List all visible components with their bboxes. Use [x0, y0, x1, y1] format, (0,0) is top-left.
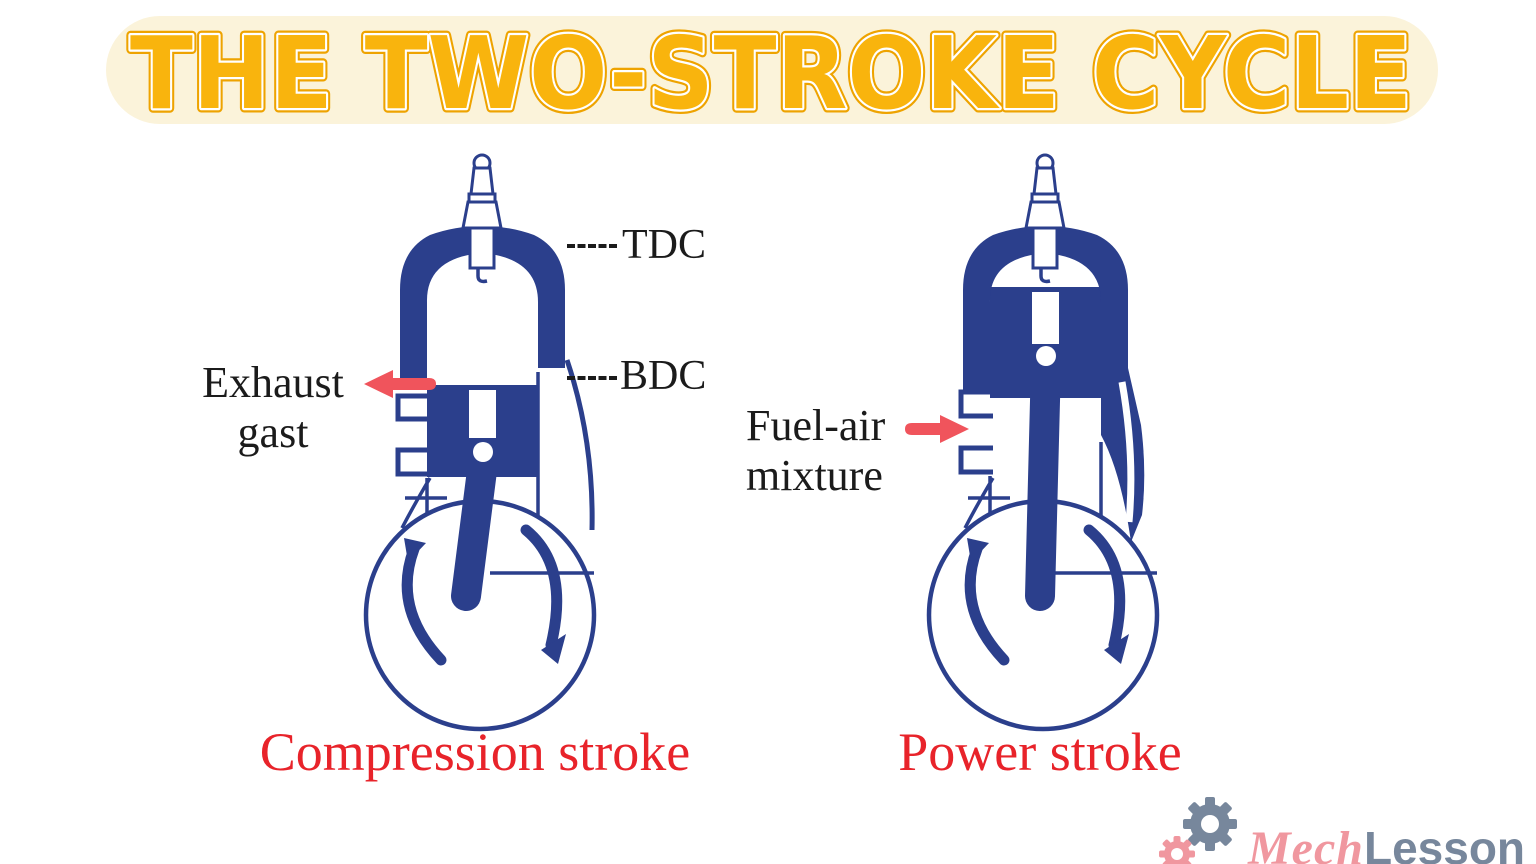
bdc-label: BDC: [620, 353, 707, 399]
brand-name-lesson: Lesson: [1363, 822, 1526, 864]
cylinder-head: [400, 226, 565, 390]
brand-logo: Mech Lesson: [1156, 780, 1525, 864]
exhaust-ports: [395, 393, 430, 477]
title-banner: THE TWO-STROKE CYCLE THE TWO-STROKE CYCL…: [106, 16, 1438, 124]
tdc-dash-line: [567, 244, 617, 248]
spark-plug: [1024, 153, 1066, 284]
page-title: THE TWO-STROKE CYCLE THE TWO-STROKE CYCL…: [126, 16, 1417, 124]
rotation-arrows: [401, 524, 566, 666]
caption-compression-stroke: Compression stroke: [259, 722, 691, 782]
connecting-rod: [451, 440, 499, 611]
engine-diagram-power: [926, 153, 1160, 732]
caption-power-stroke: Power stroke: [898, 722, 1182, 782]
connecting-rod: [1025, 347, 1061, 611]
intake-ports: [958, 389, 993, 475]
rotation-arrows: [964, 524, 1129, 666]
spark-plug: [461, 153, 503, 284]
bdc-dash-line: [567, 376, 617, 380]
exhaust-gas-label: Exhaust gast: [202, 358, 344, 457]
fuel-air-label: Fuel-air mixture: [746, 401, 886, 500]
cylinder-head: [963, 226, 1128, 390]
tdc-label: TDC: [622, 222, 706, 268]
transfer-passage: [1101, 368, 1145, 542]
crankcase: [926, 442, 1160, 732]
page-title-text: THE TWO-STROKE CYCLE: [130, 16, 1412, 124]
intake-flow-arrow-icon: [905, 415, 969, 443]
logo-gears: [1159, 797, 1237, 864]
piston: [427, 385, 538, 477]
exhaust-flow-arrow-icon: [364, 370, 436, 398]
gear-icon-large: [1183, 797, 1237, 851]
piston: [990, 287, 1101, 398]
transfer-passage-line: [564, 359, 595, 531]
brand-name-mech: Mech: [1248, 822, 1364, 864]
page-title-outline: THE TWO-STROKE CYCLE: [130, 16, 1412, 124]
engine-diagram-compression: [363, 153, 597, 732]
gear-icon-small: [1159, 836, 1195, 864]
